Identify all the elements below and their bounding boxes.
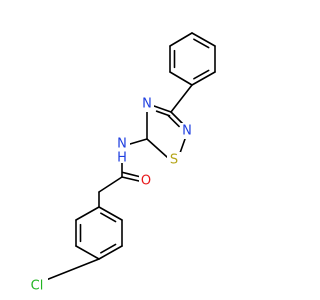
atom-label-layer: N N S N H O Cl — [26, 96, 194, 294]
thiadiazole-n-right: N — [180, 123, 194, 139]
atom-o-carbonyl: O — [141, 174, 151, 189]
phenyl-inner-0 — [193, 38, 210, 49]
carbonyl-ch2-bond — [98, 176, 123, 193]
chlorophenyl-inner-0 — [100, 212, 117, 223]
atom-h-amide: H — [117, 151, 127, 166]
bond-layer — [45, 32, 216, 281]
phenyl-bond-0 — [191, 32, 216, 47]
chlorophenyl-inner-2 — [100, 243, 117, 254]
ring-c5-s1 — [146, 138, 168, 158]
phenyl-bond-2 — [191, 71, 216, 86]
atom-cl: Cl — [31, 279, 44, 294]
molecule-diagram: N N S N H O Cl — [26, 32, 216, 294]
ring-n2-c3-double — [167, 114, 180, 128]
phenyl-inner-2 — [193, 69, 210, 80]
ring-cl-bond — [45, 258, 100, 281]
chlorine: Cl — [26, 278, 48, 294]
atom-n-amide: N — [117, 137, 127, 152]
carbonyl-o: O — [139, 173, 153, 189]
phenyl-bond-5 — [169, 32, 193, 47]
amide-nh: N H — [115, 135, 130, 166]
c5-nh-bond — [129, 138, 148, 145]
atom-n-ring-right: N — [182, 124, 192, 139]
thiadiazole-s: S — [167, 152, 181, 168]
phenyl-bond-3 — [169, 71, 193, 86]
carbonyl-o-bond — [121, 176, 140, 182]
ring-c3-n4 — [153, 105, 172, 113]
carbonyl-o-double — [122, 171, 140, 178]
chlorophenyl-bond-2 — [98, 245, 123, 260]
ring-n2-c3 — [170, 111, 184, 125]
atom-n-ring-top: N — [142, 97, 152, 112]
chlorophenyl-bond-5 — [75, 206, 100, 221]
chlorophenyl-bond-3 — [75, 245, 100, 260]
ring-c3-n4-double — [155, 110, 171, 117]
thiadiazole-n-top: N — [140, 96, 154, 112]
chlorophenyl-bond-0 — [98, 206, 123, 221]
atom-s-ring: S — [170, 153, 178, 168]
phenyl-thiadiazole-bond — [170, 84, 193, 113]
ring-s1-n2 — [179, 138, 186, 154]
